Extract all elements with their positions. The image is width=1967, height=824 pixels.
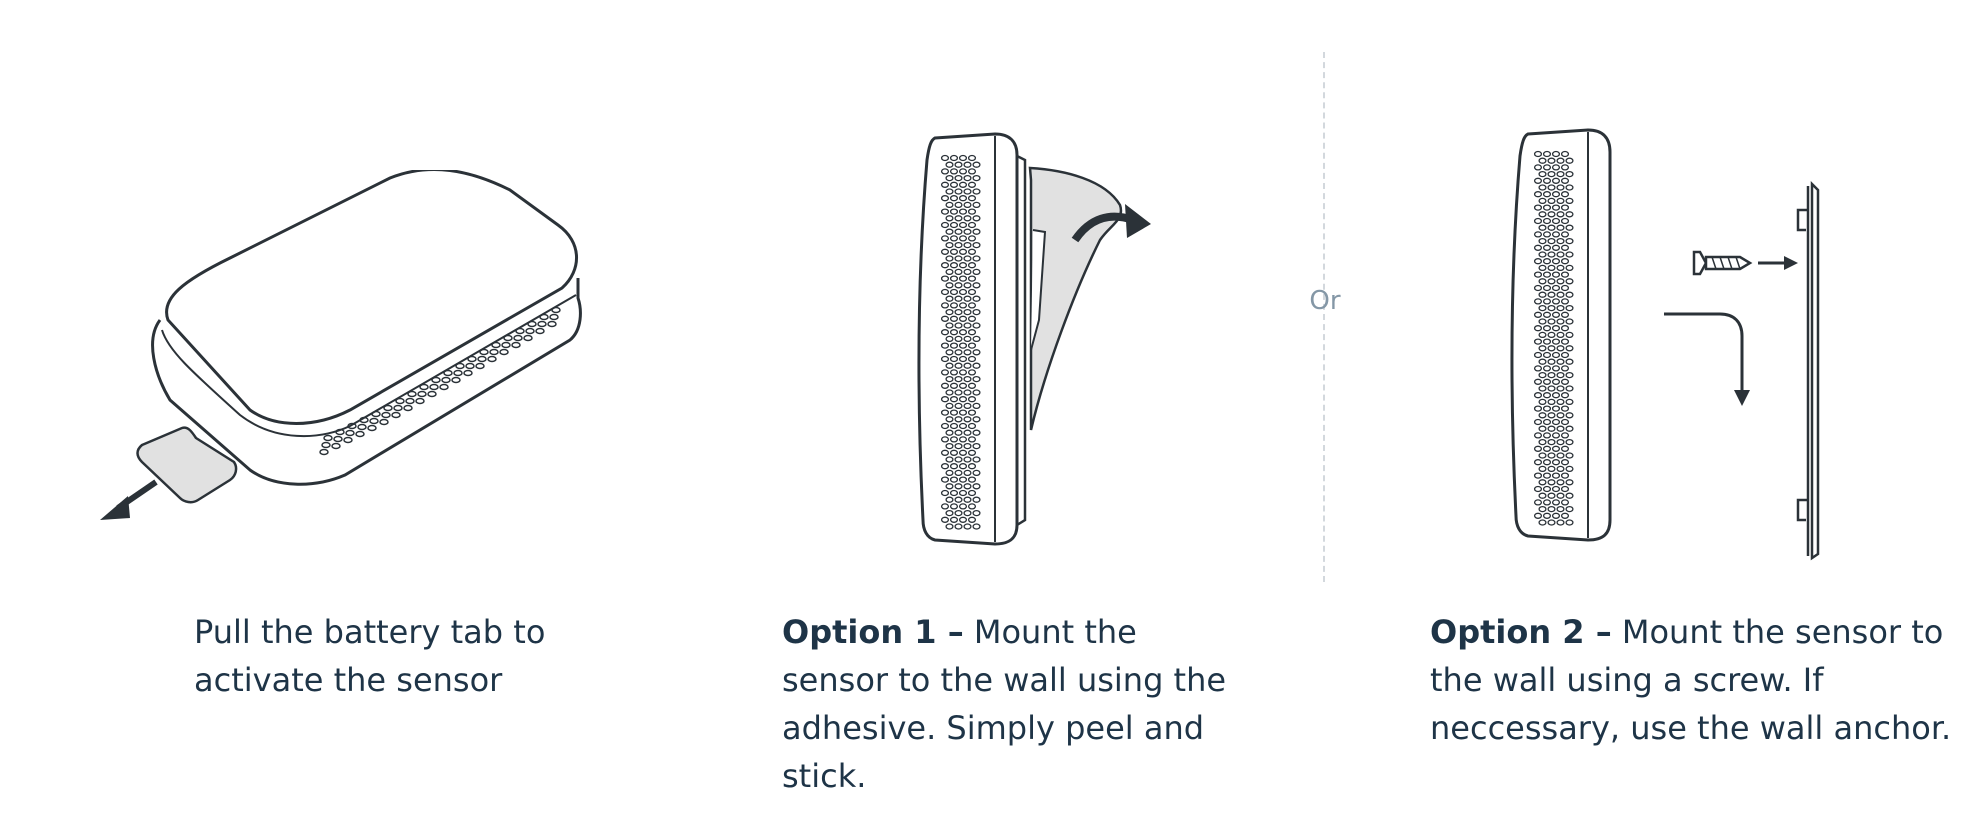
vent-holes: [940, 154, 981, 530]
sensor-top: [165, 170, 578, 425]
sensor-side: [1510, 128, 1612, 542]
sensor-side: [917, 132, 1019, 546]
sensor-body: [151, 278, 582, 486]
screw-mount-illustration: [1510, 128, 1820, 561]
vent-holes: [319, 306, 561, 456]
step-1-caption: Pull the battery tab to activate the sen…: [194, 608, 594, 704]
step-3-heading: Option 2 –: [1430, 613, 1612, 651]
adhesive-mount-illustration: [917, 132, 1151, 546]
option-divider: [1323, 52, 1325, 582]
step-2-text: Mount the sensor to the wall using the a…: [782, 613, 1227, 795]
adhesive-strip: [1028, 166, 1123, 431]
step-2-caption: Option 1 – Mount the sensor to the wall …: [782, 608, 1252, 800]
pull-arrow-icon: [100, 479, 158, 520]
peel-arrow-icon: [1071, 204, 1151, 243]
hang-arrow-icon: [1664, 312, 1750, 406]
step-2-heading: Option 1 –: [782, 613, 964, 651]
step-3-caption: Option 2 – Mount the sensor to the wall …: [1430, 608, 1955, 752]
battery-tab: [136, 426, 238, 504]
or-separator-label: Or: [1309, 286, 1341, 316]
vent-holes: [1533, 150, 1574, 526]
screw-icon: [1692, 250, 1753, 276]
step-1-text: Pull the battery tab to activate the sen…: [194, 613, 546, 699]
wall-plate: [1796, 180, 1820, 561]
step-3-text: Mount the sensor to the wall using a scr…: [1430, 613, 1952, 747]
screw-arrow-icon: [1758, 256, 1798, 270]
battery-tab-illustration: [100, 170, 582, 520]
